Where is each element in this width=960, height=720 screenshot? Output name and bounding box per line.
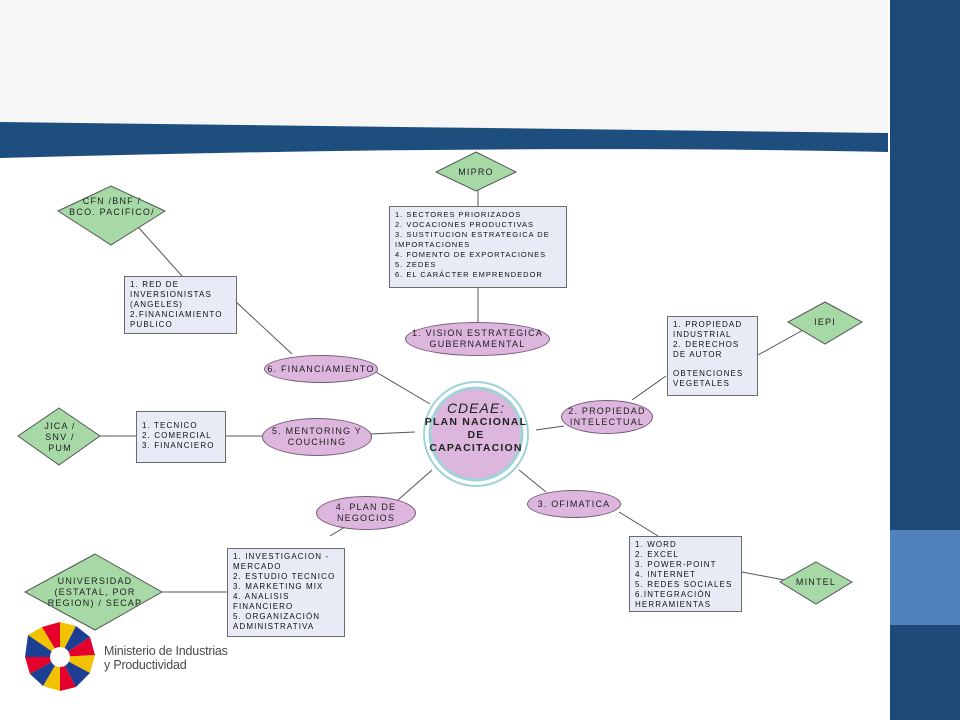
propiedad-list-box: 1. PROPIEDAD INDUSTRIAL 2. DERECHOS DE A… [667,316,758,396]
cfn-diamond [56,185,167,246]
ministry-logo-icon [25,622,95,691]
header-band [0,122,888,158]
sidebar-dark [890,0,960,530]
ministry-logo-text: Ministerio de Industrias y Productividad [104,644,228,672]
sidebar-light [890,530,960,625]
mipro-label: MIPRO [458,166,494,177]
center-title: CDEAE: PLAN NACIONAL DE CAPACITACION [424,400,528,454]
ofimatica-list-box: 1. WORD 2. EXCEL 3. POWER-POINT 4. INTER… [629,536,742,612]
iepi-diamond [786,301,864,345]
mintel-diamond [779,561,853,605]
ofimatica-oval: 3. OFIMATICA [527,490,621,518]
mipro-diamond [434,151,518,192]
mintel-label: MINTEL [795,576,837,587]
universidad-diamond [23,553,164,631]
financiamiento-oval: 6. FINANCIAMIENTO [264,355,378,383]
jica-label: JICA /SNV /PUM [44,420,76,453]
cfn-label: CFN /BNF /BCO. PACIFICO/ [69,196,155,217]
center-circle [428,386,524,482]
iepi-label: IEPI [814,316,836,327]
plan-negocios-list-box: 1. INVESTIGACION - MERCADO 2. ESTUDIO TE… [227,548,345,637]
financiamiento-list-box: 1. RED DE INVERSIONISTAS (ANGELES) 2.FIN… [124,276,237,334]
mentoring-list-box: 1. TECNICO 2. COMERCIAL 3. FINANCIERO [136,411,226,463]
jica-diamond [17,407,101,466]
mipro-list-box: 1. SECTORES PRIORIZADOS 2. VOCACIONES PR… [389,206,567,288]
